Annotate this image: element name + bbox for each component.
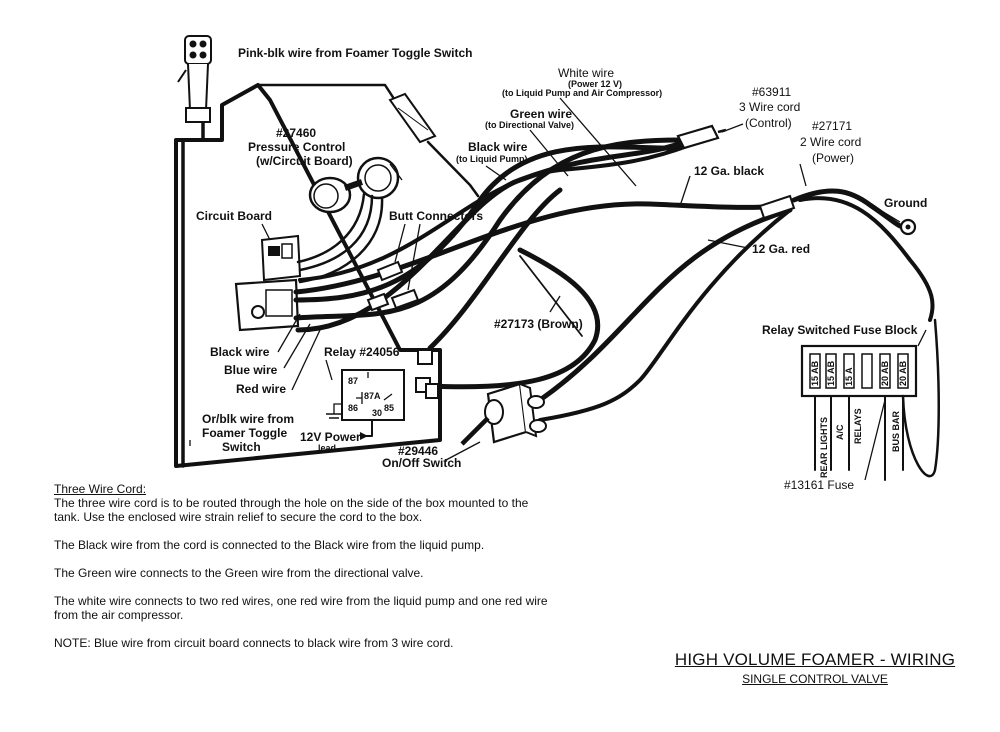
notes-green-wire: The Green wire connects to the Green wir… (54, 566, 424, 580)
relay-pin-87a: 87A (364, 391, 381, 401)
label-on-off-switch: On/Off Switch (382, 456, 461, 470)
circuit-board (234, 234, 302, 332)
label-part-63911: #63911 (752, 85, 791, 99)
fuse-block: 15 AB 15 AB 15 A 20 AB 20 AB REAR LIGHTS… (800, 318, 940, 481)
label-ground: Ground (884, 196, 927, 210)
label-12ga-red: 12 Ga. red (752, 242, 810, 256)
label-power: (Power) (812, 151, 854, 165)
label-part-27460: #27460 (276, 126, 316, 140)
relay-connectors (415, 349, 439, 399)
relay-pin-86: 86 (348, 403, 358, 413)
label-12v-power: 12V Power (300, 430, 361, 444)
notes-heading: Three Wire Cord: (54, 482, 147, 496)
label-blue-wire: Blue wire (224, 363, 278, 377)
label-fuse-13161: #13161 Fuse (784, 478, 854, 492)
label-circuit-board: Circuit Board (196, 209, 272, 223)
label-green-wire-destination: (to Directional Valve) (485, 120, 574, 130)
label-or-blk-wire-2: Foamer Toggle (202, 426, 287, 440)
blue-wire-cable (293, 137, 683, 321)
relay-pin-87: 87 (348, 376, 358, 386)
label-or-blk-wire-3: Switch (222, 440, 261, 454)
notes-black-wire: The Black wire from the cord is connecte… (54, 538, 485, 552)
label-white-wire-destination: (to Liquid Pump and Air Compressor) (502, 88, 662, 98)
label-2-wire-cord: 2 Wire cord (800, 135, 861, 149)
label-green-wire: Green wire (510, 107, 572, 121)
label-white-wire-power: (Power 12 V) (568, 79, 622, 89)
diagram-title: HIGH VOLUME FOAMER - WIRING (674, 650, 956, 669)
label-3-wire-cord: 3 Wire cord (739, 100, 800, 114)
notes-blue-wire: NOTE: Blue wire from circuit board conne… (54, 636, 454, 650)
pink-blk-wire (220, 83, 480, 198)
label-power-lead: lead (318, 443, 336, 453)
label-part-27173: #27173 (Brown) (494, 317, 583, 331)
circuit-relays: RELAYS (853, 408, 863, 444)
label-butt-connectors: Butt Connectors (389, 209, 483, 223)
pressure-control-knob (308, 156, 400, 214)
two-wire-cord (758, 188, 935, 322)
circuit-ac: A/C (835, 424, 845, 440)
green-wire-cable (298, 143, 692, 282)
notes-white-wire: The white wire connects to two red wires… (54, 594, 548, 622)
fuse-rating-2: 15 AB (826, 360, 836, 386)
label-relay: Relay #24056 (324, 345, 400, 359)
relay-pin-85: 85 (384, 403, 394, 413)
enclosure-outline (174, 83, 442, 468)
or-blk-wire (181, 116, 205, 468)
label-black-wire-destination: (to Liquid Pump) (456, 154, 527, 164)
label-pink-blk-wire: Pink-blk wire from Foamer Toggle Switch (238, 46, 472, 60)
label-black-wire-top: Black wire (468, 140, 528, 154)
label-part-27171: #27171 (812, 119, 852, 133)
title-block: HIGH VOLUME FOAMER - WIRING SINGLE CONTR… (640, 650, 990, 686)
leader-lines (189, 97, 927, 481)
circuit-bus-bar: BUS BAR (891, 410, 901, 452)
label-control: (Control) (745, 116, 792, 130)
fuse-rating-1: 15 AB (810, 360, 820, 386)
foamer-toggle-switch (177, 35, 212, 123)
label-white-wire: White wire (558, 66, 614, 80)
relay-24056: 87 87A 86 30 85 (326, 369, 405, 421)
label-12ga-black: 12 Ga. black (694, 164, 764, 178)
brown-wire (519, 255, 583, 337)
circuit-rear-lights: REAR LIGHTS (819, 417, 829, 478)
label-red-wire: Red wire (236, 382, 286, 396)
fuse-rating-5: 20 AB (880, 360, 890, 386)
on-off-switch (460, 382, 547, 446)
label-part-29446: #29446 (398, 444, 438, 458)
diagram-subtitle: SINGLE CONTROL VALVE (742, 672, 888, 686)
inline-fuse-holder (388, 92, 437, 144)
label-fuse-block: Relay Switched Fuse Block (762, 323, 918, 337)
three-wire-cord-notes: Three Wire Cord: The three wire cord is … (54, 482, 554, 650)
red-12ga-wire (537, 207, 793, 403)
butt-connectors (366, 260, 420, 312)
notes-routing: The three wire cord is to be routed thro… (54, 496, 529, 524)
three-wire-cord-plug (676, 124, 727, 150)
label-pressure-control: Pressure Control (248, 140, 345, 154)
fuse-rating-3: 15 A (844, 367, 854, 386)
fuse-rating-6: 20 AB (898, 360, 908, 386)
ground-terminal (899, 218, 917, 236)
relay-pin-30: 30 (372, 408, 382, 418)
label-with-circuit-board: (w/Circuit Board) (256, 154, 353, 168)
label-black-wire: Black wire (210, 345, 270, 359)
label-or-blk-wire-1: Or/blk wire from (202, 412, 294, 426)
